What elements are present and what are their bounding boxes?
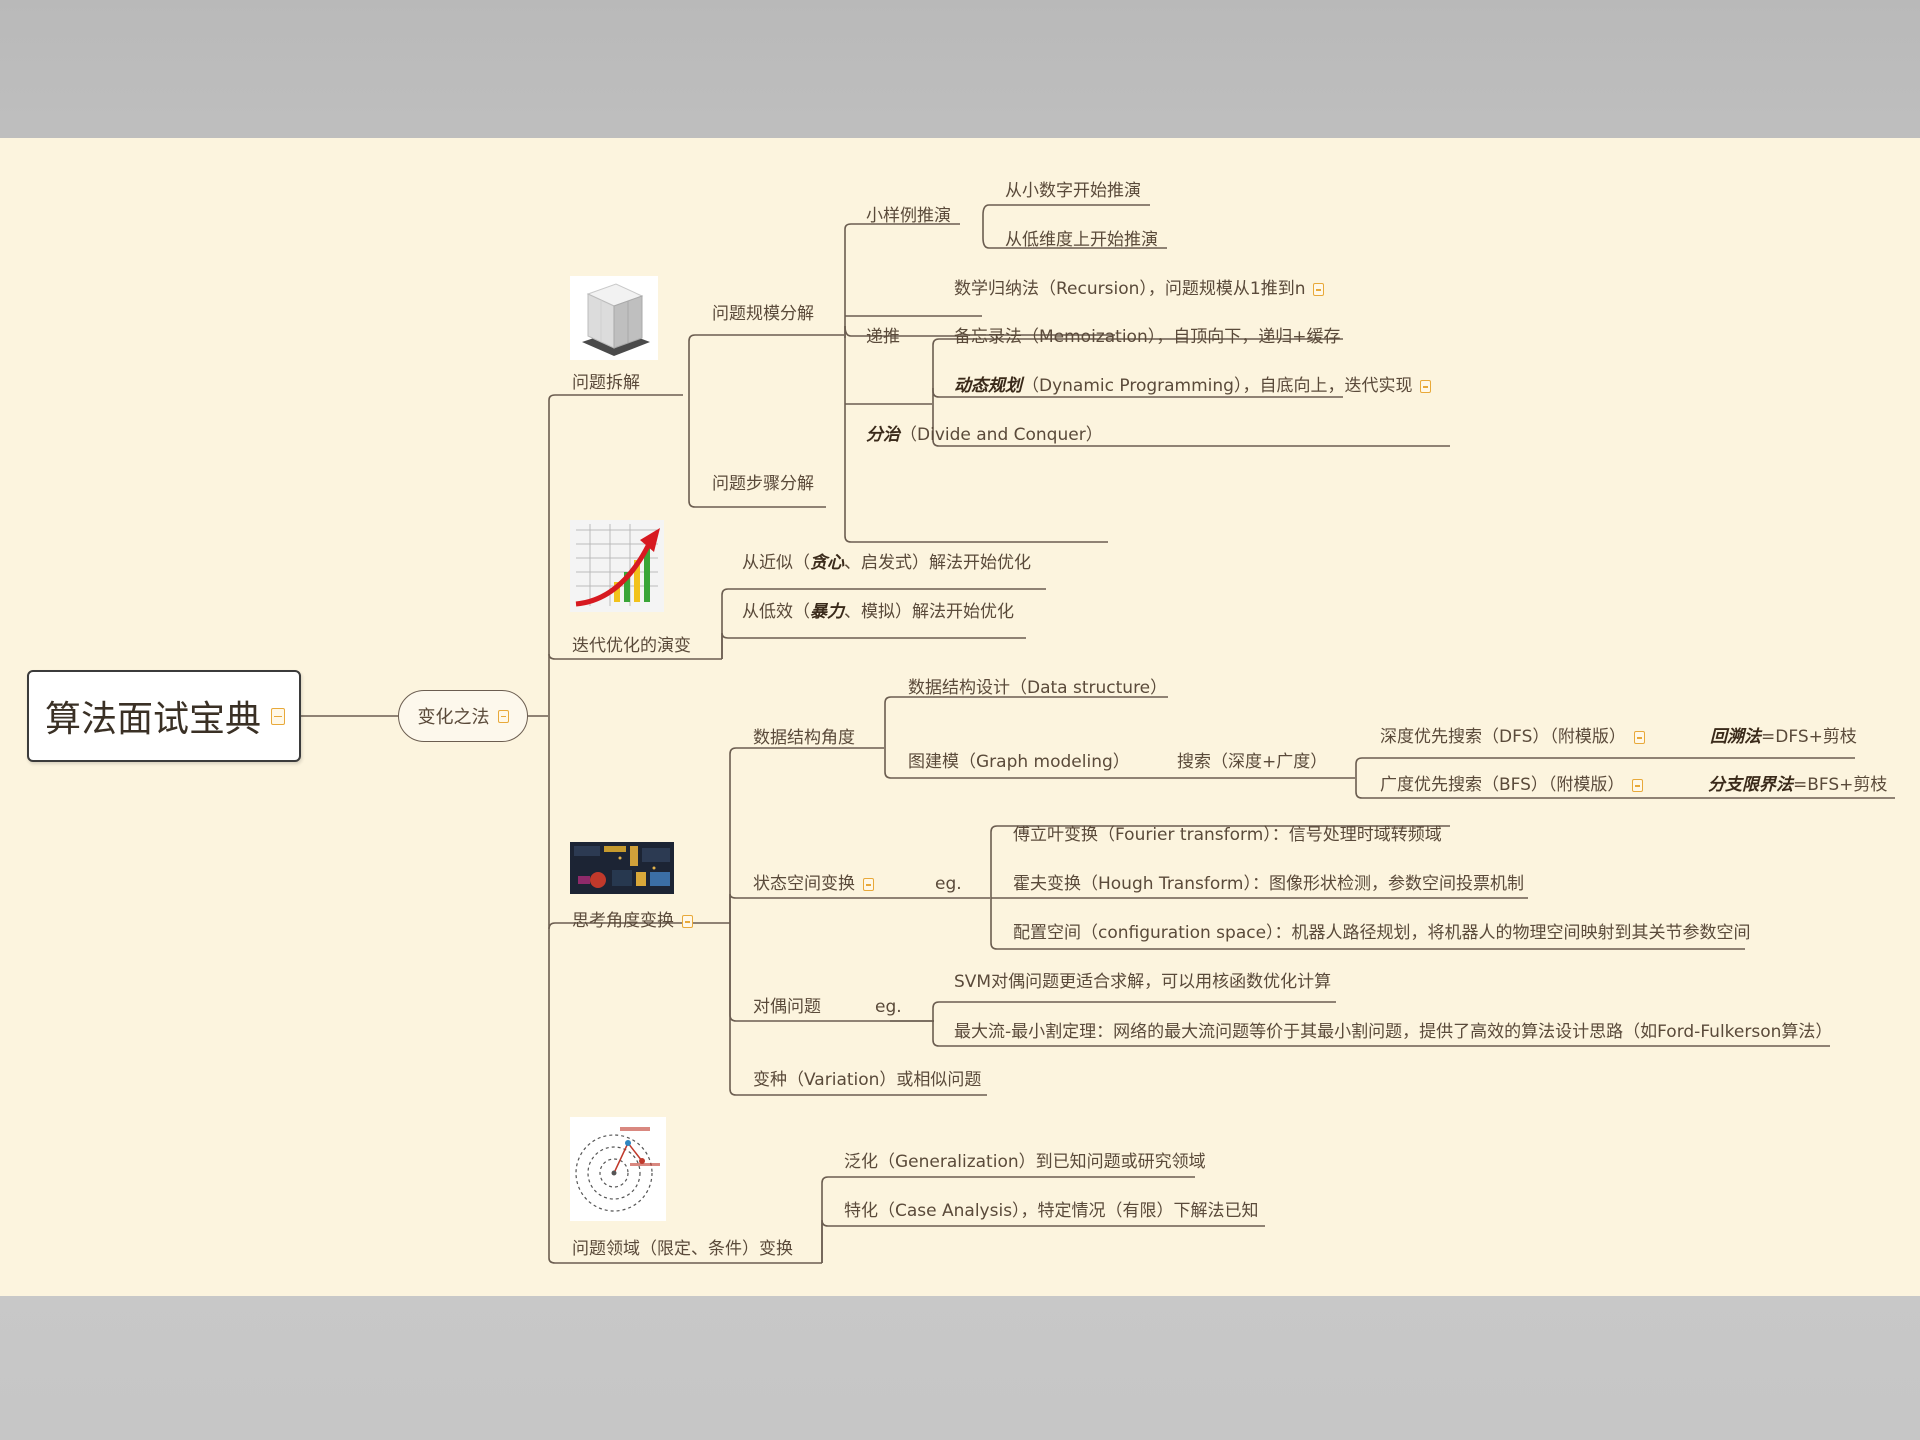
- branch-problem-decomposition[interactable]: 问题拆解: [572, 373, 640, 393]
- approx-prefix: 从近似（: [742, 553, 810, 573]
- mind-map-slide: 算法面试宝典 变化之法 问题拆解 问题规模分解 小样例推演 从小数字开始推演 从…: [0, 138, 1920, 1296]
- node-graph-modeling[interactable]: 图建模（Graph modeling）: [908, 752, 1130, 772]
- center-node[interactable]: 变化之法: [398, 690, 528, 742]
- root-node[interactable]: 算法面试宝典: [27, 670, 301, 762]
- note-icon[interactable]: [271, 707, 286, 725]
- node-branch-and-bound[interactable]: 分支限界法=BFS+剪枝: [1708, 775, 1887, 795]
- brute-suffix: 、模拟）解法开始优化: [844, 602, 1014, 622]
- note-icon[interactable]: [1633, 731, 1645, 744]
- brute-prefix: 从低效（: [742, 602, 810, 622]
- induction-label: 数学归纳法（Recursion），问题规模从1推到n: [954, 279, 1306, 299]
- dc-bold-label: 分治: [866, 425, 900, 445]
- node-backtracking[interactable]: 回溯法=DFS+剪枝: [1710, 727, 1857, 747]
- branch-perspective-change[interactable]: 思考角度变换: [572, 911, 693, 931]
- node-data-structure-design[interactable]: 数据结构设计（Data structure）: [908, 678, 1168, 698]
- target-diagram-icon: [570, 1117, 666, 1221]
- dp-bold-label: 动态规划: [954, 376, 1022, 396]
- node-max-flow-min-cut[interactable]: 最大流-最小割定理：网络的最大流问题等价于其最小割问题，提供了高效的算法设计思路…: [954, 1022, 1833, 1042]
- note-icon[interactable]: [1632, 779, 1644, 792]
- backtracking-bold-label: 回溯法: [1710, 727, 1761, 747]
- note-icon[interactable]: [1420, 380, 1432, 393]
- node-dfs[interactable]: 深度优先搜索（DFS）（附模版）: [1380, 727, 1645, 747]
- node-approx-optimize[interactable]: 从近似（贪心、启发式）解法开始优化: [742, 553, 1031, 573]
- branch-domain-transform[interactable]: 问题领域（限定、条件）变换: [572, 1239, 793, 1259]
- node-induction[interactable]: 数学归纳法（Recursion），问题规模从1推到n: [954, 279, 1325, 299]
- backtracking-label: =DFS+剪枝: [1761, 727, 1857, 747]
- dfs-label: 深度优先搜索（DFS）（附模版）: [1380, 727, 1626, 747]
- node-search[interactable]: 搜索（深度+广度）: [1177, 752, 1328, 772]
- brute-bold-label: 暴力: [810, 602, 844, 622]
- node-step-decomposition[interactable]: 问题步骤分解: [712, 474, 814, 494]
- node-bfs[interactable]: 广度优先搜索（BFS）（附模版）: [1380, 775, 1644, 795]
- perspective-label: 思考角度变换: [572, 911, 674, 931]
- approx-suffix: 、启发式）解法开始优化: [844, 553, 1031, 573]
- node-generalization[interactable]: 泛化（Generalization）到已知问题或研究领域: [844, 1152, 1206, 1172]
- node-svm-dual[interactable]: SVM对偶问题更适合求解，可以用核函数优化计算: [954, 972, 1332, 992]
- connector-lines: [301, 204, 1895, 1264]
- node-dual-problem[interactable]: 对偶问题: [753, 997, 821, 1017]
- dashboard-icon: [570, 842, 674, 894]
- node-variation[interactable]: 变种（Variation）或相似问题: [753, 1070, 982, 1090]
- node-memoization[interactable]: 备忘录法（Memoization），自顶向下，递归+缓存: [954, 327, 1341, 347]
- note-icon[interactable]: [1313, 283, 1325, 296]
- bfs-label: 广度优先搜索（BFS）（附模版）: [1380, 775, 1625, 795]
- dc-label: （Divide and Conquer）: [900, 425, 1103, 445]
- node-eg-dual[interactable]: eg.: [875, 997, 902, 1017]
- note-icon[interactable]: [497, 709, 509, 723]
- greedy-bold-label: 贪心: [810, 553, 844, 573]
- node-brute-optimize[interactable]: 从低效（暴力、模拟）解法开始优化: [742, 602, 1014, 622]
- node-divide-conquer[interactable]: 分治（Divide and Conquer）: [866, 425, 1103, 445]
- node-case-analysis[interactable]: 特化（Case Analysis），特定情况（有限）下解法已知: [844, 1201, 1259, 1221]
- node-fourier[interactable]: 傅立叶变换（Fourier transform）：信号处理时域转频域: [1013, 825, 1442, 845]
- branch-iterative-optimization[interactable]: 迭代优化的演变: [572, 636, 691, 656]
- state-space-label: 状态空间变换: [753, 874, 855, 894]
- node-small-number[interactable]: 从小数字开始推演: [1005, 181, 1141, 201]
- node-dynamic-programming[interactable]: 动态规划（Dynamic Programming），自底向上，迭代实现: [954, 376, 1432, 396]
- cube-icon: [570, 276, 658, 360]
- note-icon[interactable]: [682, 915, 693, 928]
- node-data-structure-angle[interactable]: 数据结构角度: [753, 728, 855, 748]
- node-eg-state[interactable]: eg.: [935, 874, 962, 894]
- node-state-space[interactable]: 状态空间变换: [753, 874, 874, 894]
- node-small-example[interactable]: 小样例推演: [866, 206, 951, 226]
- branch-bound-label: =BFS+剪枝: [1793, 775, 1888, 795]
- node-configuration-space[interactable]: 配置空间（configuration space）：机器人路径规划，将机器人的物…: [1013, 923, 1751, 943]
- node-hough[interactable]: 霍夫变换（Hough Transform）：图像形状检测，参数空间投票机制: [1013, 874, 1524, 894]
- dp-label: （Dynamic Programming），自底向上，迭代实现: [1022, 376, 1413, 396]
- node-scale-decomposition[interactable]: 问题规模分解: [712, 304, 814, 324]
- node-recursion[interactable]: 递推: [866, 327, 900, 347]
- center-label: 变化之法: [417, 707, 490, 728]
- root-title: 算法面试宝典: [45, 699, 262, 740]
- note-icon[interactable]: [863, 878, 874, 891]
- node-low-dimension[interactable]: 从低维度上开始推演: [1005, 230, 1158, 250]
- branch-bound-bold-label: 分支限界法: [1708, 775, 1793, 795]
- growth-chart-icon: [570, 520, 664, 612]
